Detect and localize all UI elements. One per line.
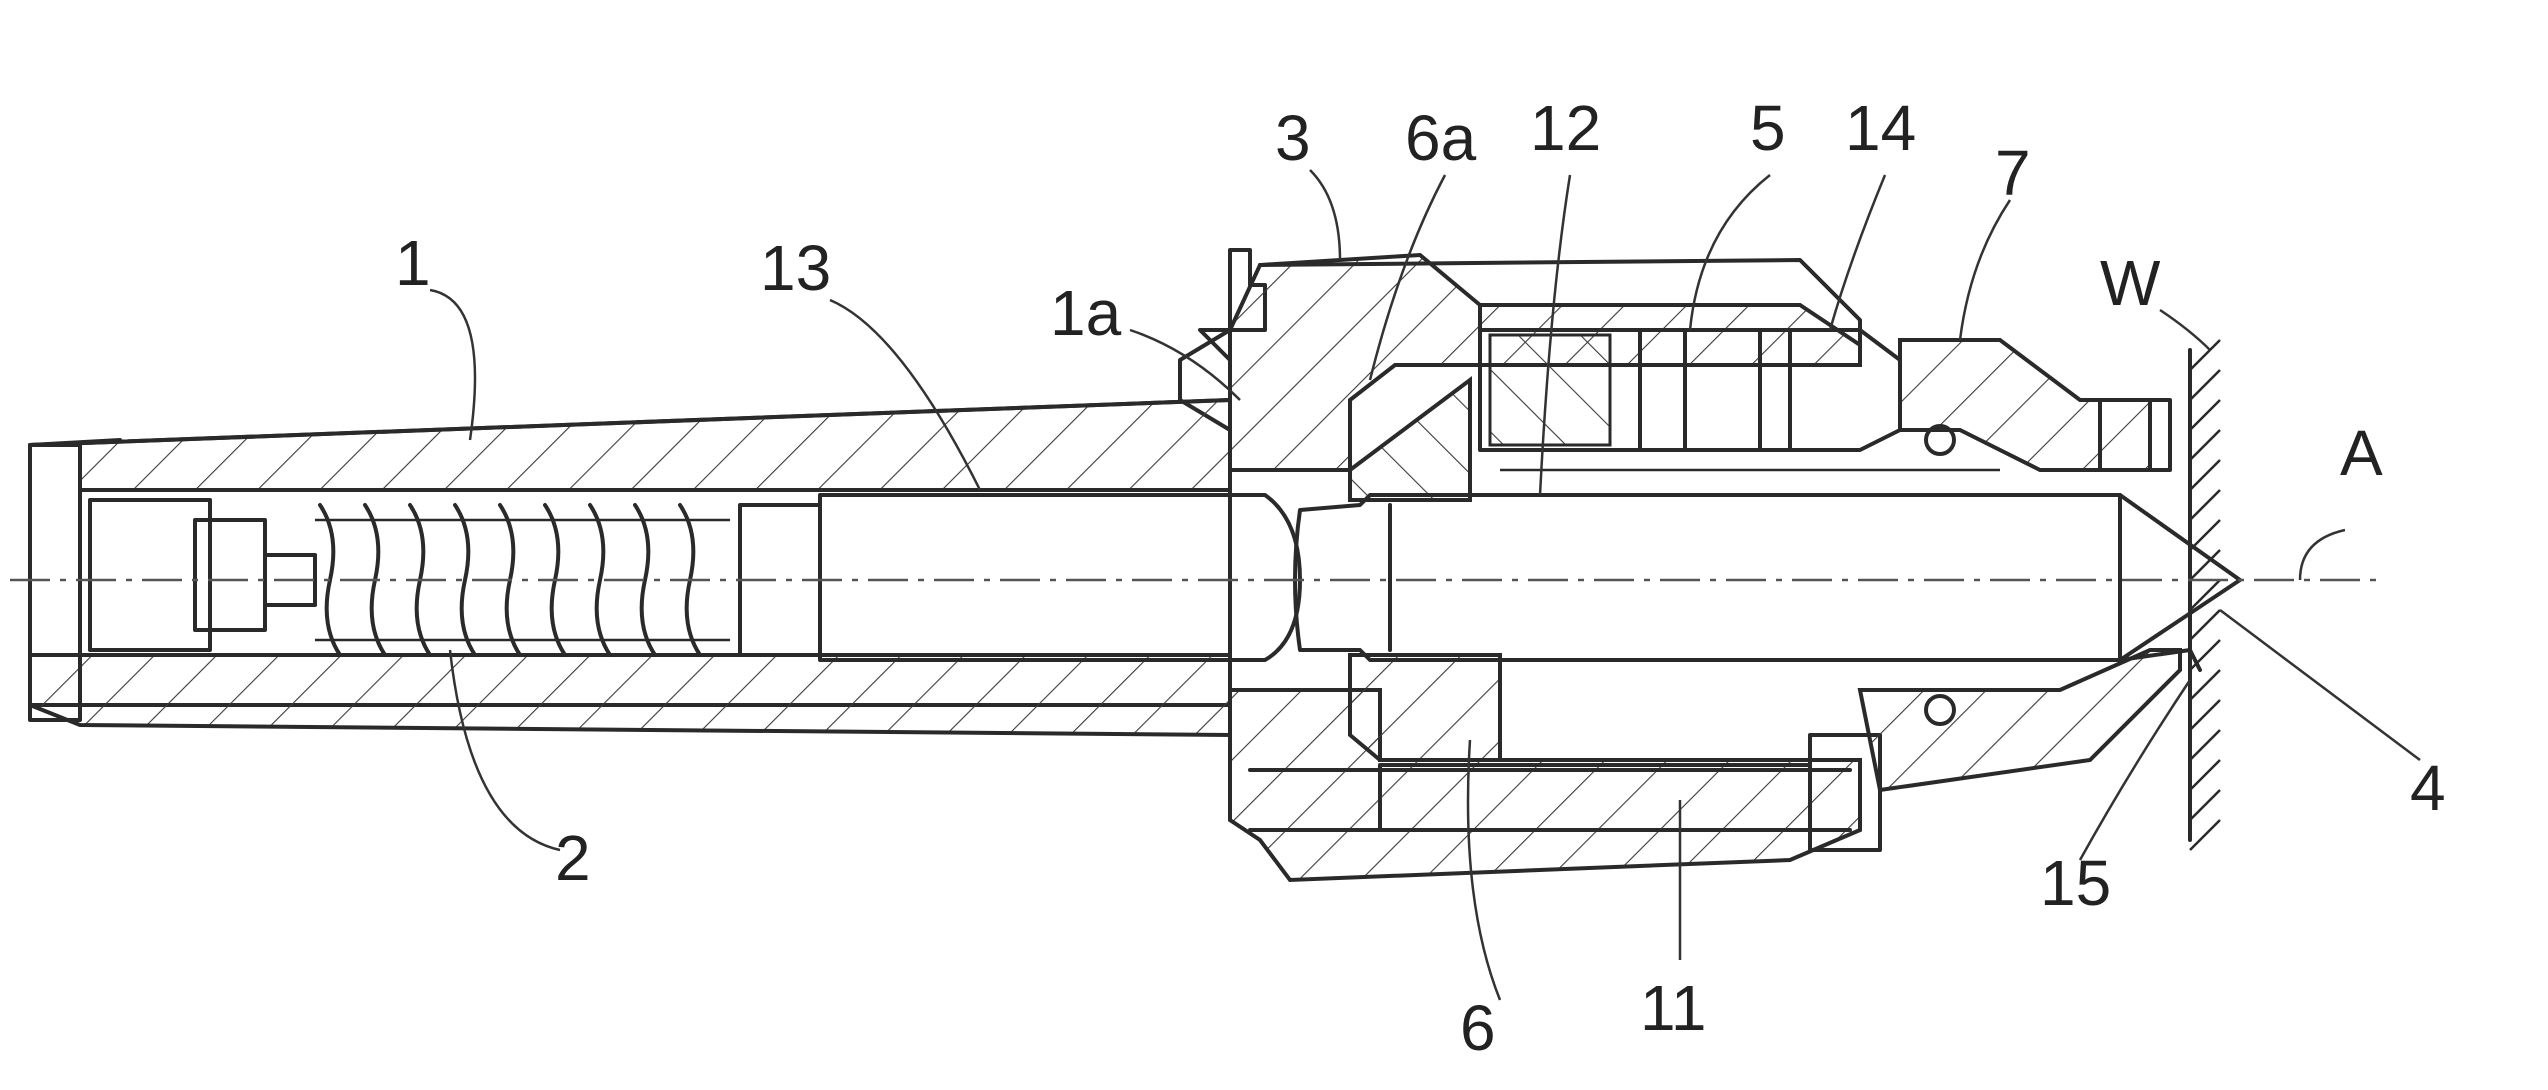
label-1: 1 — [395, 227, 431, 299]
ring — [1350, 380, 1500, 760]
spring — [90, 500, 820, 655]
label-6: 6 — [1460, 992, 1496, 1064]
label-5: 5 — [1750, 92, 1786, 164]
front-cap — [1860, 340, 2200, 790]
label-12: 12 — [1530, 92, 1601, 164]
label-4: 4 — [2410, 752, 2446, 824]
label-6a: 6a — [1405, 102, 1477, 174]
label-14: 14 — [1845, 92, 1916, 164]
label-15: 15 — [2040, 847, 2111, 919]
label-2: 2 — [555, 822, 591, 894]
label-1a: 1a — [1050, 277, 1122, 349]
label-13: 13 — [760, 232, 831, 304]
label-A: A — [2340, 417, 2383, 489]
label-W: W — [2100, 247, 2161, 319]
label-11: 11 — [1640, 972, 1706, 1044]
spindle — [1295, 495, 2240, 660]
label-7: 7 — [1995, 137, 2031, 209]
reference-labels: 1 13 1a 3 6a 12 5 14 7 W A 4 15 11 6 2 — [395, 92, 2446, 1064]
label-3: 3 — [1275, 102, 1311, 174]
